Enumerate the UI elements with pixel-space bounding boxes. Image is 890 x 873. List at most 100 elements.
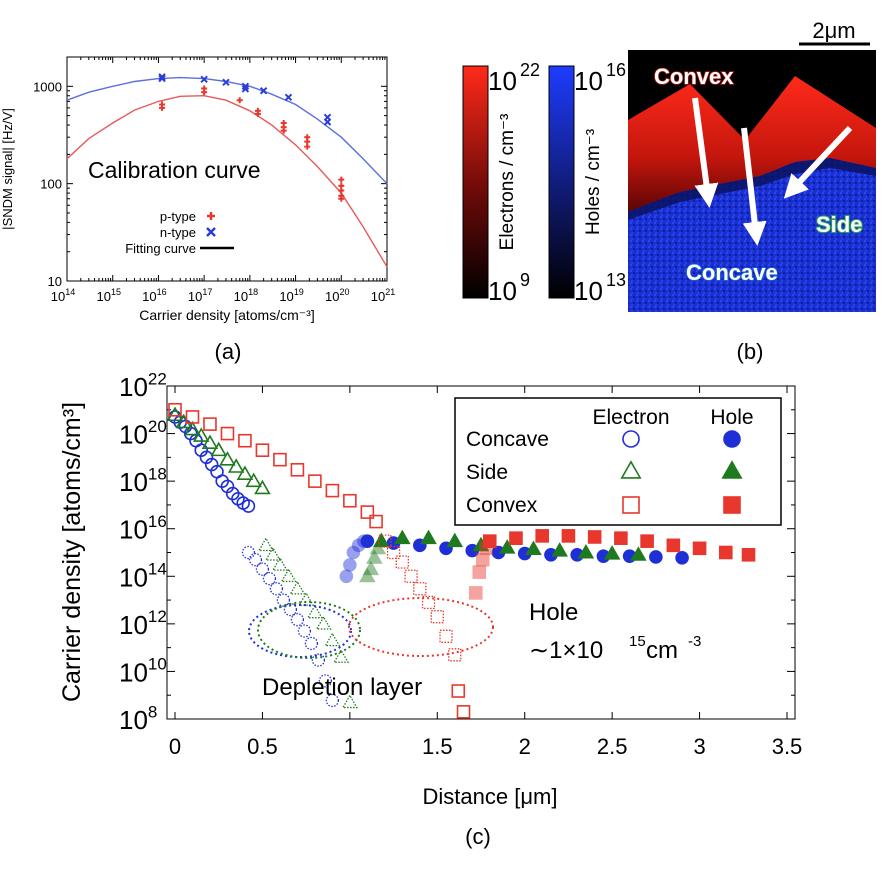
tick-exponent: 22 bbox=[520, 60, 540, 80]
tick-exponent: 21 bbox=[385, 287, 395, 297]
x-tick-label: 3 bbox=[693, 734, 705, 759]
legend-marker-p-type bbox=[207, 212, 215, 220]
y-tick-label: 10 bbox=[48, 274, 62, 289]
series-convex-electron bbox=[378, 534, 462, 662]
x-tick-label: 0.5 bbox=[247, 734, 278, 759]
square-marker bbox=[413, 582, 427, 596]
plot-frame bbox=[66, 56, 388, 282]
x-tick-label: 1015 bbox=[96, 287, 120, 304]
circle-marker bbox=[262, 571, 277, 586]
legend-label-p-type: p-type bbox=[160, 209, 196, 224]
x-tick-label: 1016 bbox=[142, 287, 166, 304]
circle-marker bbox=[339, 569, 354, 584]
square-marker bbox=[395, 555, 409, 569]
tick-base: 10 bbox=[119, 467, 148, 497]
square-marker bbox=[451, 684, 466, 698]
triangle-marker bbox=[289, 580, 306, 595]
triangle-marker bbox=[184, 420, 201, 436]
tick-base: 10 bbox=[574, 66, 603, 96]
tick-exponent: 19 bbox=[294, 287, 304, 297]
electrons-colorbar bbox=[462, 65, 489, 299]
y-tick-label: 1022 bbox=[119, 369, 167, 402]
triangle-marker bbox=[630, 546, 647, 561]
series-convex-hole bbox=[482, 529, 756, 562]
tick-base: 10 bbox=[119, 610, 148, 640]
legend-label-fitting-curve: Fitting curve bbox=[125, 241, 196, 256]
square-marker bbox=[430, 610, 444, 624]
tick-base: 10 bbox=[51, 289, 65, 304]
y-tick-label: 1018 bbox=[119, 464, 167, 497]
series-side-hole bbox=[359, 539, 387, 583]
arrow-convex bbox=[692, 97, 719, 208]
legend-marker-side-hole bbox=[721, 460, 743, 479]
x-tick-label: 1019 bbox=[279, 287, 303, 304]
x-tick-label: 0 bbox=[169, 734, 181, 759]
x-axis-label: Distance [μm] bbox=[423, 784, 558, 809]
x-tick-label: 2.5 bbox=[597, 734, 628, 759]
triangle-marker bbox=[446, 532, 464, 548]
tick-exponent: 8 bbox=[148, 702, 157, 721]
square-marker bbox=[718, 545, 733, 560]
p-type-point bbox=[280, 127, 287, 134]
triangle-marker bbox=[525, 540, 542, 555]
n-type-point bbox=[241, 85, 250, 93]
panel-label-b: (b) bbox=[737, 339, 764, 364]
legend-row-convex: Convex bbox=[466, 494, 538, 517]
carrier-map-panel: Electrons / cm⁻³ Holes / cm⁻³ 10 22 10 9… bbox=[462, 18, 876, 312]
y-tick-label: 1016 bbox=[119, 512, 167, 545]
tick-base: 10 bbox=[119, 657, 148, 687]
arrow-side bbox=[783, 125, 853, 199]
triangle-marker bbox=[333, 648, 350, 663]
tick-exponent: 18 bbox=[248, 287, 258, 297]
series-convex-electron bbox=[168, 402, 383, 529]
square-marker bbox=[475, 552, 490, 567]
tick-exponent: 18 bbox=[148, 464, 167, 483]
p-type-point bbox=[254, 110, 261, 117]
square-marker bbox=[185, 410, 200, 424]
tick-exponent: 20 bbox=[340, 287, 350, 297]
triangle-marker bbox=[219, 451, 236, 466]
square-marker bbox=[640, 534, 654, 548]
tick-base: 10 bbox=[119, 705, 148, 735]
square-marker bbox=[535, 529, 550, 543]
circle-marker bbox=[290, 613, 305, 627]
series-convex-electron bbox=[451, 684, 471, 719]
tick-base: 10 bbox=[119, 420, 148, 450]
series-concave-electron bbox=[168, 410, 256, 513]
square-marker bbox=[472, 565, 487, 579]
square-marker bbox=[369, 514, 383, 529]
square-marker bbox=[448, 648, 462, 662]
circle-marker bbox=[269, 582, 284, 596]
holes-colorbar-top-tick: 10 16 bbox=[574, 60, 626, 96]
tick-base: 10 bbox=[371, 289, 385, 304]
n-type-point bbox=[323, 118, 332, 126]
y-tick-label: 1020 bbox=[119, 417, 167, 450]
depletion-layer-annotation: Depletion layer bbox=[262, 674, 422, 701]
square-marker bbox=[404, 569, 418, 583]
tick-exponent: 16 bbox=[157, 287, 167, 297]
y-tick-label: 1012 bbox=[119, 607, 167, 640]
legend: p-type n-type Fitting curve bbox=[125, 209, 234, 256]
y-tick-label: 1010 bbox=[119, 655, 167, 688]
square-marker bbox=[255, 443, 270, 457]
square-marker bbox=[439, 629, 453, 643]
circle-marker bbox=[346, 545, 361, 560]
triangle-marker bbox=[315, 615, 332, 630]
legend-markers bbox=[620, 430, 743, 514]
holes-colorbar bbox=[548, 65, 575, 299]
triangle-marker bbox=[257, 537, 274, 552]
legend-header-hole: Hole bbox=[710, 406, 753, 429]
tick-exponent: 12 bbox=[148, 607, 167, 626]
circle-marker bbox=[248, 553, 263, 567]
tick-base: 10 bbox=[574, 276, 603, 306]
tick-exponent: 14 bbox=[148, 560, 167, 579]
p-type-point bbox=[236, 97, 243, 104]
circle-marker bbox=[241, 499, 256, 513]
circle-marker bbox=[311, 653, 326, 667]
